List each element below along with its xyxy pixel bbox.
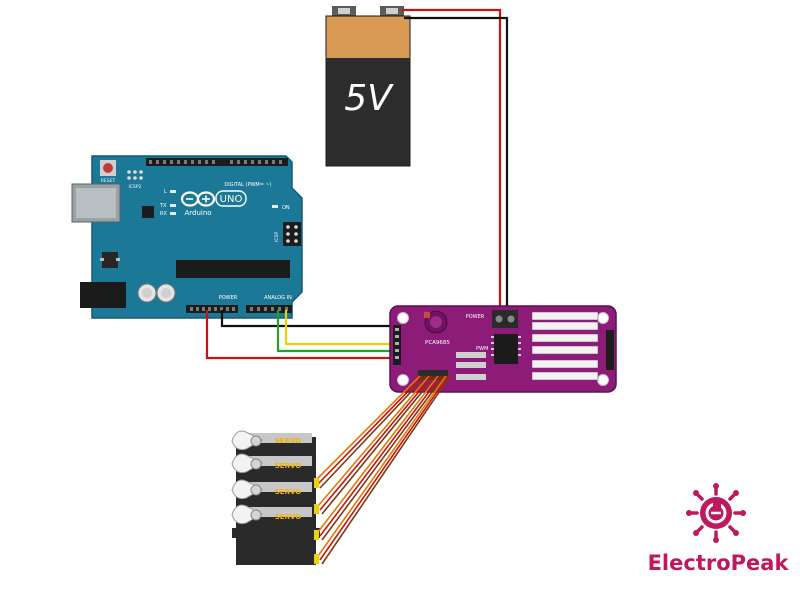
servo-cables [315,375,451,565]
servo-1-label: SERVO [275,437,302,445]
board-chip-label: PCA9685 [425,340,450,346]
servo-1: SERVO [231,430,316,465]
board-pwm-label: PWM [476,346,488,352]
digital-label: DIGITAL (PWM= ~) [224,182,271,188]
icsp-header [283,222,301,246]
electropeak-logo: ElectroPeak [648,483,790,575]
arduino-logo-text: Arduino [184,209,211,217]
on-led-label: ON [282,205,290,211]
icsp2-header [127,170,143,180]
board-power-label: POWER [466,314,485,320]
analog-header [246,305,292,313]
battery-red-wire [402,8,502,312]
atmega-chip [176,260,290,278]
analog-in-label: ANALOG IN [264,295,292,301]
servo-3-label: SERVO [275,488,302,496]
icsp-label: ICSP [274,232,280,242]
battery-5v: 5V [325,6,411,167]
rx-led-label: RX [160,211,167,217]
arduino-model-label: UNO [220,194,243,205]
pca9685-chip [494,334,518,364]
digital-header [146,158,288,166]
power-terminal-block [492,310,518,328]
l-led-label: L [164,189,167,195]
arduino-uno-board: RESET ICSP2 DIGITAL (PWM= ~) L TX RX Ard… [71,155,303,319]
servo-2-label: SERVO [275,462,302,470]
power-label: POWER [219,295,238,301]
reset-button[interactable] [103,163,113,173]
tx-led-label: TX [159,203,167,209]
sda-wire-green [276,310,400,353]
servo-4: SERVO [231,504,320,565]
scl-wire-yellow [284,310,400,346]
power-header [186,305,238,313]
icsp2-label: ICSP2 [129,184,142,190]
servo-4-label: SERVO [275,513,302,521]
power-jack [80,282,126,308]
vcc-wire-red [205,310,400,360]
battery-voltage-label: 5V [344,78,394,119]
brand-name: ElectroPeak [648,551,790,575]
reset-label: RESET [101,178,116,184]
pca9685-servo-driver-board: POWER PCA9685 PWM [389,305,617,393]
gnd-wire-black [220,310,400,328]
arduino-logo: Arduino UNO [180,190,247,217]
servo-output-headers [531,311,599,381]
battery-black-wire [404,16,509,312]
